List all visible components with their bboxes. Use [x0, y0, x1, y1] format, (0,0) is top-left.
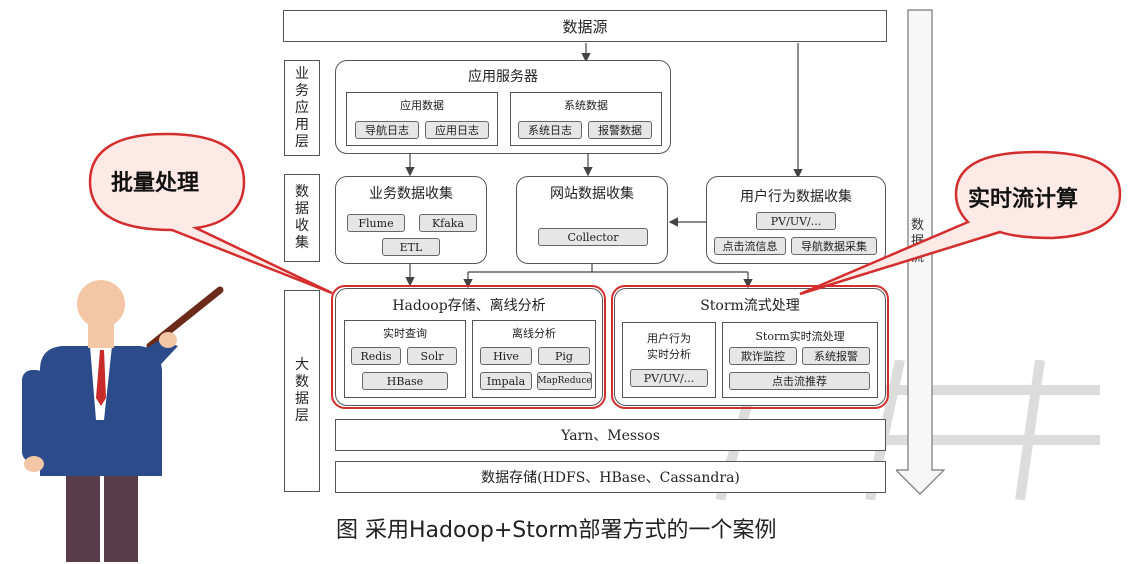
figure-caption: 图 采用Hadoop+Storm部署方式的一个案例 — [336, 518, 777, 543]
layer-label-business-app: 业务应用层 — [284, 60, 320, 156]
chip-alarm-data: 报警数据 — [588, 121, 652, 139]
chip-nav-log: 导航日志 — [355, 121, 419, 139]
chip-sys-log: 系统日志 — [518, 121, 582, 139]
batch-callout-bubble — [88, 132, 333, 295]
layer-label-big-data: 大数据层 — [284, 290, 320, 492]
chip-nav-data-collect: 导航数据采集 — [791, 237, 877, 255]
chip-etl: ETL — [382, 238, 440, 256]
storm-title: Storm流式处理 — [700, 298, 800, 314]
data-source-label: 数据源 — [562, 17, 608, 36]
stream-callout-bubble — [799, 150, 1122, 296]
presenter-illustration — [22, 280, 224, 562]
chip-hive: Hive — [480, 347, 532, 365]
chip-system-alarm: 系统报警 — [802, 347, 870, 365]
chip-collector: Collector — [538, 228, 648, 246]
batch-callout-text: 批量处理 — [111, 171, 200, 196]
chip-kfaka: Kfaka — [419, 214, 477, 232]
app-server-title: 应用服务器 — [468, 69, 538, 85]
data-source-bar: 数据源 — [283, 10, 887, 42]
chip-pvuv-collect: PV/UV/... — [756, 212, 836, 230]
chip-flume: Flume — [347, 214, 405, 232]
chip-redis: Redis — [351, 347, 401, 365]
chip-fraud-monitor: 欺诈监控 — [729, 347, 797, 365]
chip-pig: Pig — [538, 347, 590, 365]
chip-solr: Solr — [407, 347, 457, 365]
user-collect-title: 用户行为数据收集 — [740, 189, 852, 205]
chip-mapreduce: MapReduce — [537, 372, 592, 390]
realtime-query-title: 实时查询 — [383, 327, 427, 340]
storm-realtime-title: Storm实时流处理 — [755, 330, 845, 343]
chip-click-stream-info: 点击流信息 — [714, 237, 786, 255]
chip-app-log: 应用日志 — [425, 121, 489, 139]
chip-impala: Impala — [480, 372, 532, 390]
chip-hbase: HBase — [362, 372, 448, 390]
layer-label-data-collect: 数据收集 — [284, 174, 320, 262]
stream-callout-text: 实时流计算 — [968, 187, 1079, 212]
user-analysis-title-line1: 用户行为 — [647, 332, 691, 345]
web-collect-box — [516, 176, 668, 264]
storm-highlight-frame — [611, 285, 889, 409]
yarn-label: Yarn、Messos — [561, 428, 660, 444]
app-data-title: 应用数据 — [400, 99, 444, 112]
chip-click-stream-recommend: 点击流推荐 — [729, 372, 870, 390]
yarn-bar: Yarn、Messos — [335, 419, 886, 451]
web-collect-title: 网站数据收集 — [550, 186, 634, 202]
storage-bar: 数据存储(HDFS、HBase、Cassandra) — [335, 461, 886, 493]
hadoop-title: Hadoop存储、离线分析 — [392, 298, 546, 314]
sys-data-title: 系统数据 — [564, 99, 608, 112]
biz-collect-title: 业务数据收集 — [369, 186, 453, 202]
storage-label: 数据存储(HDFS、HBase、Cassandra) — [481, 470, 740, 486]
chip-pvuv-realtime: PV/UV/... — [630, 369, 708, 387]
user-analysis-title-line2: 实时分析 — [647, 348, 691, 361]
hadoop-highlight-frame — [331, 285, 606, 409]
offline-analysis-title: 离线分析 — [512, 327, 556, 340]
